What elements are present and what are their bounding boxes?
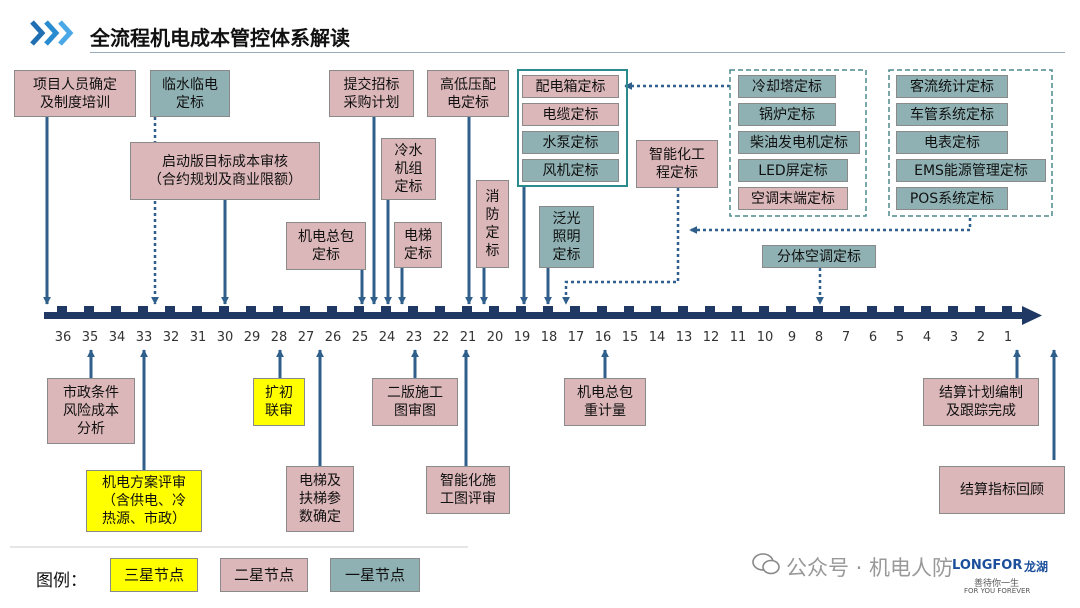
tick-14: 14 bbox=[648, 330, 666, 345]
tick-15: 15 bbox=[621, 330, 639, 345]
tick-29: 29 bbox=[243, 330, 261, 345]
node-fire: 消 防 定 标 bbox=[476, 180, 509, 268]
tick-2: 2 bbox=[976, 330, 986, 345]
node-escalator: 电梯及 扶梯参 数确定 bbox=[286, 466, 354, 532]
node-tender-plan: 提交招标 采购计划 bbox=[329, 70, 414, 117]
node-scheme-review: 机电方案评审 （含供电、冷 热源、市政） bbox=[86, 470, 202, 532]
legend-two-star: 二星节点 bbox=[220, 558, 308, 592]
tick-8: 8 bbox=[814, 330, 824, 345]
tick-17: 17 bbox=[567, 330, 585, 345]
group-c-item-1: 客流统计定标 bbox=[896, 75, 1008, 98]
group-c-item-5: POS系统定标 bbox=[896, 187, 1008, 210]
logo-brand-cn: 龙湖 bbox=[1024, 560, 1049, 574]
node-floodlight: 泛光 照明 定标 bbox=[539, 206, 594, 268]
logo-slogan-cn: 善待你一生 bbox=[974, 579, 1020, 589]
group-b-item-1: 冷却塔定标 bbox=[738, 75, 836, 98]
group-b-frame bbox=[729, 69, 867, 217]
tick-18: 18 bbox=[540, 330, 558, 345]
tick-16: 16 bbox=[594, 330, 612, 345]
timeline-notches bbox=[57, 306, 1012, 312]
group-a-item-2: 电缆定标 bbox=[522, 103, 619, 126]
logo-slogan-en: FOR YOU FOREVER bbox=[964, 587, 1031, 595]
dotted-intelligent bbox=[562, 188, 680, 305]
tick-12: 12 bbox=[702, 330, 720, 345]
group-c-item-3: 电表定标 bbox=[896, 131, 1008, 154]
node-intelligent: 智能化工 程定标 bbox=[636, 140, 718, 188]
tick-36: 36 bbox=[54, 330, 72, 345]
legend-one-star: 一星节点 bbox=[330, 558, 420, 592]
title-underline bbox=[90, 52, 1065, 53]
tick-9: 9 bbox=[787, 330, 797, 345]
page-title: 全流程机电成本管控体系解读 bbox=[90, 26, 350, 50]
tick-23: 23 bbox=[405, 330, 423, 345]
tick-20: 20 bbox=[486, 330, 504, 345]
group-c-item-2: 车管系统定标 bbox=[896, 103, 1008, 126]
timeline-bar bbox=[44, 312, 1024, 319]
logo-brand: LONGFOR bbox=[952, 558, 1023, 573]
node-chiller: 冷水 机组 定标 bbox=[381, 138, 436, 200]
tick-30: 30 bbox=[216, 330, 234, 345]
dotted-group-c bbox=[689, 218, 972, 234]
group-a-item-4: 风机定标 bbox=[522, 159, 619, 182]
group-a-frame bbox=[517, 69, 628, 187]
node-intelligent-review: 智能化施 工图评审 bbox=[426, 466, 510, 514]
node-split-ac: 分体空调定标 bbox=[762, 245, 876, 268]
tick-25: 25 bbox=[351, 330, 369, 345]
group-b-item-3: 柴油发电机定标 bbox=[738, 131, 860, 154]
tick-21: 21 bbox=[459, 330, 477, 345]
tick-31: 31 bbox=[189, 330, 207, 345]
node-mep-contractor: 机电总包 定标 bbox=[286, 222, 366, 270]
node-remeasure: 机电总包 重计量 bbox=[564, 378, 646, 426]
tick-1: 1 bbox=[1003, 330, 1013, 345]
tick-26: 26 bbox=[324, 330, 342, 345]
tick-7: 7 bbox=[841, 330, 851, 345]
node-second-drawing: 二版施工 图审图 bbox=[372, 378, 458, 426]
tick-22: 22 bbox=[432, 330, 450, 345]
chevron-logo-icon bbox=[30, 18, 78, 48]
node-hv-lv: 高低压配 电定标 bbox=[427, 70, 509, 117]
tick-24: 24 bbox=[378, 330, 396, 345]
tick-19: 19 bbox=[513, 330, 531, 345]
tick-28: 28 bbox=[270, 330, 288, 345]
group-a-item-1: 配电箱定标 bbox=[522, 75, 619, 98]
wechat-icon bbox=[752, 552, 780, 576]
watermark-text: 公众号 · 机电人防 bbox=[786, 556, 954, 580]
tick-32: 32 bbox=[162, 330, 180, 345]
group-b-item-4: LED屏定标 bbox=[738, 159, 848, 182]
tick-5: 5 bbox=[895, 330, 905, 345]
node-elevator: 电梯 定标 bbox=[394, 222, 442, 268]
node-settlement-plan: 结算计划编制 及跟踪完成 bbox=[923, 378, 1039, 426]
legend-label: 图例： bbox=[36, 571, 87, 591]
tick-4: 4 bbox=[922, 330, 932, 345]
legend-three-star: 三星节点 bbox=[110, 558, 198, 592]
node-temp-power: 临水临电 定标 bbox=[150, 70, 230, 117]
node-municipal: 市政条件 风险成本 分析 bbox=[47, 378, 135, 444]
group-a-item-3: 水泵定标 bbox=[522, 131, 619, 154]
tick-3: 3 bbox=[949, 330, 959, 345]
node-target-cost: 启动版目标成本审核 （合约规划及商业限额） bbox=[130, 142, 320, 200]
tick-33: 33 bbox=[135, 330, 153, 345]
tick-6: 6 bbox=[868, 330, 878, 345]
longfor-logo: LONGFOR 龙湖 善待你一生 FOR YOU FOREVER bbox=[952, 558, 1062, 598]
group-b-item-2: 锅炉定标 bbox=[738, 103, 836, 126]
node-preliminary: 扩初 联审 bbox=[253, 378, 305, 426]
tick-35: 35 bbox=[81, 330, 99, 345]
timeline-arrowhead bbox=[1022, 306, 1042, 325]
tick-27: 27 bbox=[297, 330, 315, 345]
tick-11: 11 bbox=[729, 330, 747, 345]
group-c-item-4: EMS能源管理定标 bbox=[896, 159, 1046, 182]
tick-10: 10 bbox=[756, 330, 774, 345]
group-b-item-5: 空调末端定标 bbox=[738, 187, 848, 210]
tick-34: 34 bbox=[108, 330, 126, 345]
tick-13: 13 bbox=[675, 330, 693, 345]
node-project-staff: 项目人员确定 及制度培训 bbox=[14, 70, 136, 117]
group-c-frame bbox=[888, 69, 1053, 217]
node-settlement-review: 结算指标回顾 bbox=[939, 466, 1065, 514]
